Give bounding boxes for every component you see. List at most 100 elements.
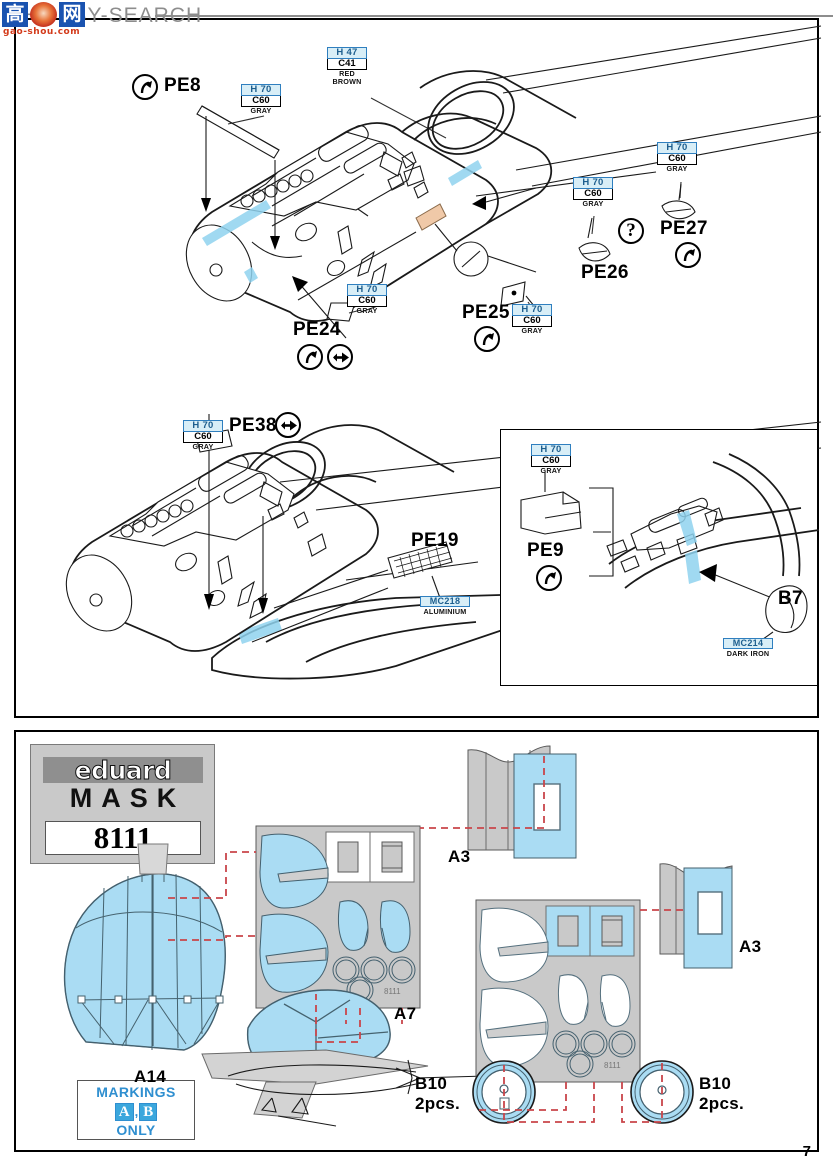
icon-bend-up-pe24 (297, 344, 323, 370)
paint-callout-pe27: H 70 C60 GRAY (657, 142, 697, 173)
paint-hobby-code: H 70 (531, 444, 571, 456)
watermark-url: gao-shou.com (3, 27, 81, 37)
b10-right-qty: 2pcs. (699, 1093, 744, 1113)
paint-gunze-code: C60 (512, 315, 552, 327)
assembly-steps-frame: PE8 H 70 C60 GRAY H 47 C41 RED BROWN H 7… (14, 18, 822, 718)
eduard-logo: eduard (43, 757, 203, 783)
part-label-pe8: PE8 (164, 75, 201, 96)
paint-callout-pe19: MC218 ALUMINIUM (420, 596, 470, 616)
step2-drawing (65, 414, 822, 680)
markings-label: MARKINGS (96, 1084, 176, 1100)
watermark: HOBBY-SEARCH 高 网 gao-shou.com (0, 0, 833, 40)
paint-gunze-code: C60 (347, 295, 387, 307)
mask-label-a7: A7 (394, 1004, 417, 1023)
paint-gunze-code: C41 (327, 58, 367, 70)
mask-label-b10-left: B10 2pcs. (415, 1074, 460, 1113)
mask-label-a3-left: A3 (448, 847, 471, 866)
paint-hobby-code: H 70 (512, 304, 552, 316)
paint-callout-pe25: H 70 C60 GRAY (512, 304, 552, 335)
paint-hobby-code: H 47 (327, 47, 367, 59)
part-label-pe27: PE27 (660, 218, 708, 239)
step1-drawing (185, 25, 822, 339)
b10-left-qty: 2pcs. (415, 1093, 460, 1113)
eduard-logo-text: eduard (74, 755, 172, 785)
icon-mirror-pe24 (327, 344, 353, 370)
part-label-pe38: PE38 (229, 415, 277, 436)
mask-connector-lines (168, 756, 686, 1123)
paint-hobby-code: H 70 (183, 420, 223, 432)
mask-section-frame: eduard MASK 8111 MARKINGS A,B ONLY (14, 730, 819, 1152)
paint-name: GRAY (540, 466, 562, 476)
paint-mc-code: MC214 (723, 638, 773, 650)
paint-name: DARK IRON (726, 648, 770, 658)
paint-name: GRAY (666, 164, 688, 174)
paint-hobby-code: H 70 (657, 142, 697, 154)
paint-name: RED BROWN (332, 69, 362, 86)
paint-name: GRAY (250, 106, 272, 116)
icon-mirror-pe38 (275, 412, 301, 438)
paint-name: GRAY (356, 306, 378, 316)
paint-callout-pe26: H 70 C60 GRAY (573, 177, 613, 208)
b10-left-part: B10 (415, 1074, 448, 1093)
mask-label-a14: A14 (134, 1067, 167, 1086)
mask-part-a14-shape (63, 843, 226, 1051)
paint-mc-code: MC218 (420, 596, 470, 608)
part-label-pe25: PE25 (462, 302, 510, 323)
mask-part-a3-left-shape (467, 745, 577, 859)
paint-gunze-code: C60 (531, 455, 571, 467)
marking-variant-b: B (139, 1102, 158, 1121)
part-label-b7: B7 (778, 588, 803, 609)
eduard-mask-brand: eduard MASK 8111 (30, 744, 215, 864)
watermark-logo: 高 网 (2, 2, 108, 28)
page-number: 7 (802, 1143, 811, 1160)
paint-callout-pe38: H 70 C60 GRAY (183, 420, 223, 451)
paint-callout-pe24: H 70 C60 GRAY (347, 284, 387, 315)
mask-part-a3-right-shape (659, 863, 733, 969)
paint-name: GRAY (192, 442, 214, 452)
inset-drawing (520, 453, 820, 643)
mask-label-b10-right: B10 2pcs. (699, 1074, 744, 1113)
part-label-pe26: PE26 (581, 262, 629, 283)
markings-variants: A,B (78, 1102, 194, 1121)
part-label-pe19: PE19 (411, 530, 459, 551)
detail-inset-frame: H 70 C60 GRAY PE9 B7 MC214 DARK IRON (500, 429, 820, 686)
mask-label-a3-right: A3 (739, 937, 762, 956)
marking-variant-a: A (114, 1102, 134, 1121)
paint-hobby-code: H 70 (347, 284, 387, 296)
paint-callout-pe8: H 70 C60 GRAY (241, 84, 281, 115)
paint-hobby-code: H 70 (241, 84, 281, 96)
fret-number-left: 8111 (384, 987, 401, 996)
paint-gunze-code: C60 (573, 188, 613, 200)
mask-fret-left: 8111 (255, 825, 421, 1009)
mask-wordmark: MASK (69, 782, 186, 813)
icon-bend-up-pe27 (675, 242, 701, 268)
mask-fret-right: 8111 (475, 899, 641, 1083)
paint-name: GRAY (521, 326, 543, 336)
watermark-cjk-left: 高 (2, 2, 28, 27)
watermark-cjk-right: 网 (59, 2, 85, 27)
part-label-pe24: PE24 (293, 319, 341, 340)
paint-name: ALUMINIUM (423, 606, 467, 616)
icon-question-pe26: ? (618, 218, 644, 244)
b10-right-part: B10 (699, 1074, 732, 1093)
paint-callout-b7: MC214 DARK IRON (723, 638, 773, 658)
icon-bend-up-pe25 (474, 326, 500, 352)
fret-number-right: 8111 (604, 1061, 621, 1070)
paint-gunze-code: C60 (183, 431, 223, 443)
part-label-pe9: PE9 (527, 540, 564, 561)
markings-only-label: ONLY (116, 1122, 156, 1138)
mask-parts-drawing: 8111 (63, 745, 733, 1127)
watermark-rule (155, 15, 833, 17)
paint-name: GRAY (582, 199, 604, 209)
markings-note: MARKINGS A,B ONLY (77, 1080, 195, 1140)
watermark-seal-icon (30, 2, 57, 27)
icon-bend-up-pe8 (132, 74, 158, 100)
paint-gunze-code: C60 (241, 95, 281, 107)
paint-gunze-code: C60 (657, 153, 697, 165)
product-number: 8111 (45, 820, 201, 855)
paint-callout-pe9: H 70 C60 GRAY (531, 444, 571, 475)
paint-hobby-code: H 70 (573, 177, 613, 189)
paint-callout-engine: H 47 C41 RED BROWN (327, 47, 367, 86)
icon-bend-up-pe9 (536, 565, 562, 591)
